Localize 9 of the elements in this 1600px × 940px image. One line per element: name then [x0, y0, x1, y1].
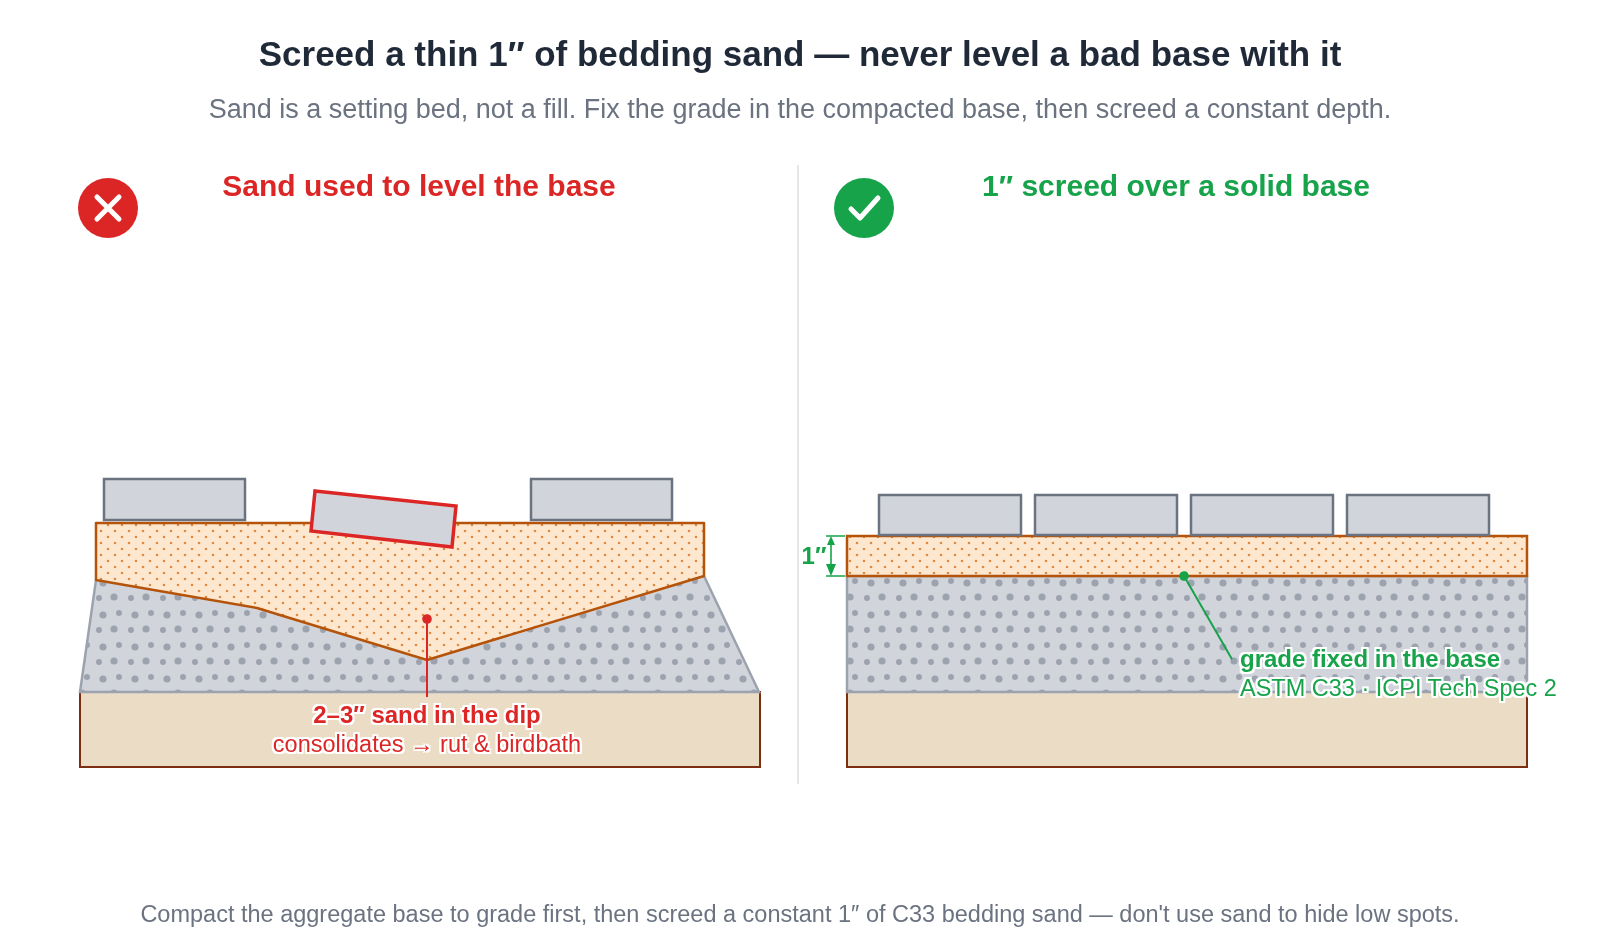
title: Screed a thin 1″ of bedding sand — never level a bad base with it — [258, 33, 1342, 75]
callout-heading: 2–3″ sand in the dip — [313, 701, 541, 730]
caption: Compact the aggregate base to grade first, then screed a constant 1″ of C33 bedding sand — don't use sand to hide low spots. — [140, 901, 1460, 929]
subtitle: Sand is a setting bed, not a fill. Fix the grade in the compacted base, then screed a constant depth. — [208, 94, 1392, 126]
leader-line — [422, 614, 432, 698]
dimension-label: 1″ — [801, 542, 827, 570]
callout-text: consolidates → rut & birdbath — [272, 729, 582, 758]
panel-heading: Sand used to level the base — [222, 168, 616, 204]
panel-heading: 1″ screed over a solid base — [982, 168, 1370, 204]
